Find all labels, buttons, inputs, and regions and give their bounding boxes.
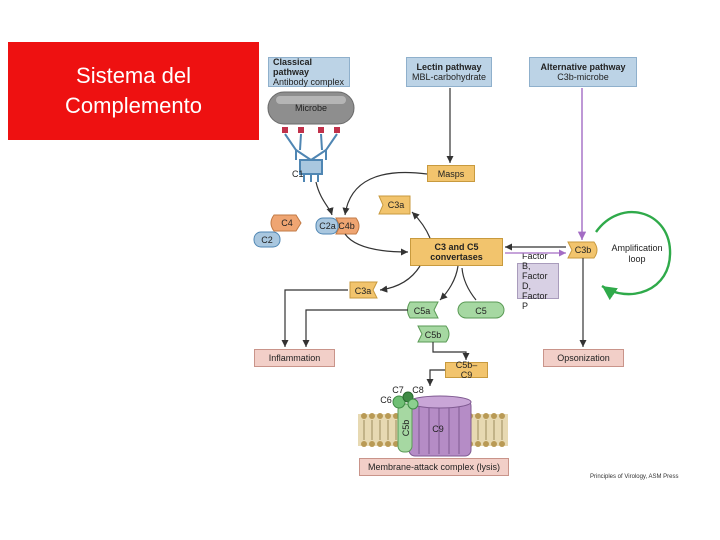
- c3b-label: C3b: [575, 245, 592, 255]
- convertases-to-c5a-arrow: [439, 265, 459, 301]
- c8-label: C8: [412, 385, 424, 395]
- amplification-loop-arrow: [595, 210, 672, 301]
- convertases-to-c3a-arrow: [411, 211, 431, 239]
- c3b-shape: [567, 241, 598, 259]
- lectin-pathway-box: Lectin pathway MBL-carbohydrate: [406, 57, 492, 87]
- classical-pathway-title: Classical pathway: [273, 57, 313, 77]
- c4-shape: [270, 214, 302, 232]
- c5a-shape: [407, 301, 439, 319]
- c5a-to-inflammation-arrow: [302, 309, 408, 347]
- opsonization-label: Opsonization: [557, 353, 610, 363]
- factor-d-label: Factor D,: [522, 271, 548, 291]
- slide-title: Sistema del Complemento: [65, 63, 202, 118]
- microbe-label: Microbe: [295, 103, 327, 113]
- c3a-left-shape: [349, 281, 378, 299]
- c5-to-convertases-line: [461, 267, 477, 301]
- c5-label: C5: [475, 306, 487, 316]
- c3a-to-inflammation-arrow: [281, 289, 348, 347]
- c3a-left-label: C3a: [355, 286, 372, 296]
- amplification-label-2: loop: [628, 254, 645, 264]
- inflammation-box: Inflammation: [254, 349, 335, 367]
- microbe-icon: [267, 91, 355, 133]
- convertases-box: C3 and C5 convertases: [410, 238, 503, 266]
- c9-label: C9: [432, 424, 444, 434]
- classical-pathway-sub: Antibody complex: [273, 77, 345, 87]
- c5b-c9-box: C5b–C9: [445, 360, 488, 380]
- c7-label: C7: [392, 385, 404, 395]
- convertases-label-1: C3 and C5: [434, 242, 479, 252]
- c5b-label: C5b: [425, 330, 442, 340]
- c2-shape: [253, 231, 281, 248]
- factors-box: Factor B, Factor D, Factor P: [517, 251, 559, 311]
- c6-label: C6: [380, 395, 392, 405]
- classical-pathway-box: Classical pathway Antibody complex: [268, 57, 350, 87]
- convertases-label-2: convertases: [430, 252, 483, 262]
- masps-box: Masps: [427, 165, 475, 182]
- c5-shape: [457, 301, 505, 319]
- inflammation-label: Inflammation: [268, 353, 321, 363]
- c1-label: C1: [292, 169, 304, 179]
- figure-credit: Principles of Virology, ASM Press: [590, 474, 679, 480]
- c5b-membrane-label: C5b: [401, 420, 411, 437]
- c5b-c9-label: C5b–C9: [455, 360, 478, 380]
- c5b-to-c5b-c9-arrow: [432, 342, 470, 360]
- c2-label: C2: [261, 235, 273, 245]
- c4-label: C4: [281, 218, 293, 228]
- c4b-shape: [335, 217, 360, 235]
- c5b-shape: [417, 325, 450, 343]
- amplification-label-1: Amplification: [611, 243, 662, 253]
- opsonization-box: Opsonization: [543, 349, 624, 367]
- convertases-to-c3a-left-arrow: [379, 265, 421, 293]
- mac-label: Membrane-attack complex (lysis): [367, 462, 501, 472]
- alternative-pathway-box: Alternative pathway C3b-microbe: [529, 57, 637, 87]
- slide-title-box: Sistema del Complemento: [8, 42, 259, 140]
- mac-complex-icon: [392, 391, 472, 457]
- lectin-pathway-sub: MBL-carbohydrate: [411, 72, 487, 82]
- c3a-top-label: C3a: [388, 200, 405, 210]
- antibody-c1-icon: [284, 133, 338, 182]
- mac-box: Membrane-attack complex (lysis): [359, 458, 509, 476]
- c5b-c9-to-membrane-arrow: [426, 369, 445, 386]
- c4b-to-convertases-arrow: [344, 233, 409, 256]
- masps-label: Masps: [437, 168, 465, 179]
- alternative-pathway-sub: C3b-microbe: [557, 72, 609, 82]
- alternative-pathway-title: Alternative pathway: [540, 62, 626, 72]
- c2a-shape: [315, 217, 339, 235]
- c3a-top-shape: [378, 195, 411, 215]
- factor-p-label: Factor P: [522, 291, 548, 311]
- c1-to-c4b-arrow: [315, 181, 334, 216]
- masps-to-c4b-arrow: [342, 171, 428, 216]
- lectin-pathway-title: Lectin pathway: [416, 62, 482, 72]
- c2a-c4b-label: C2a C4b: [319, 221, 355, 231]
- c5a-label: C5a: [414, 306, 431, 316]
- factor-b-label: Factor B,: [522, 251, 548, 271]
